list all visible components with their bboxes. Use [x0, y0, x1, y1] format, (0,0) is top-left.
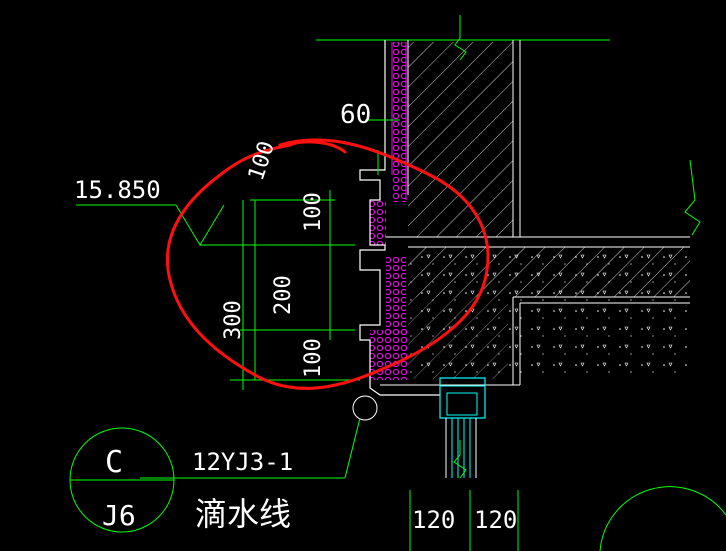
- dim-overall: 300: [221, 300, 246, 340]
- callout-node: [352, 395, 378, 421]
- drip-element: [439, 377, 486, 419]
- dim-drip-total: 200: [271, 275, 296, 315]
- detail-circle-bottom: J6: [102, 499, 136, 532]
- wall-hatch: [408, 42, 513, 237]
- insulation-upper: [392, 42, 406, 202]
- red-markup-circle: [165, 138, 490, 390]
- break-line-top: [454, 15, 467, 61]
- callout-reference: 12YJ3-1: [192, 448, 293, 476]
- insulation-middle: [370, 200, 386, 245]
- partial-circle-bottom-right: [599, 486, 726, 551]
- facade-profile: [359, 40, 440, 396]
- dim-bottom-left: 120: [412, 506, 455, 534]
- concrete-speckle: [410, 250, 690, 380]
- detail-circle-top: C: [105, 445, 123, 480]
- dim-angled-100: 100: [244, 138, 280, 184]
- insulation-lower: [386, 255, 406, 335]
- dim-top-60: 60: [340, 100, 371, 130]
- elevation-value: 15.850: [74, 176, 161, 204]
- callout-label: 滴水线: [195, 495, 291, 533]
- break-line-bottom: [453, 440, 467, 479]
- dim-drip-upper: 100: [301, 192, 326, 232]
- break-line-right: [684, 159, 701, 236]
- dim-drip-lower: 100: [301, 338, 326, 378]
- dim-bottom-right: 120: [474, 506, 517, 534]
